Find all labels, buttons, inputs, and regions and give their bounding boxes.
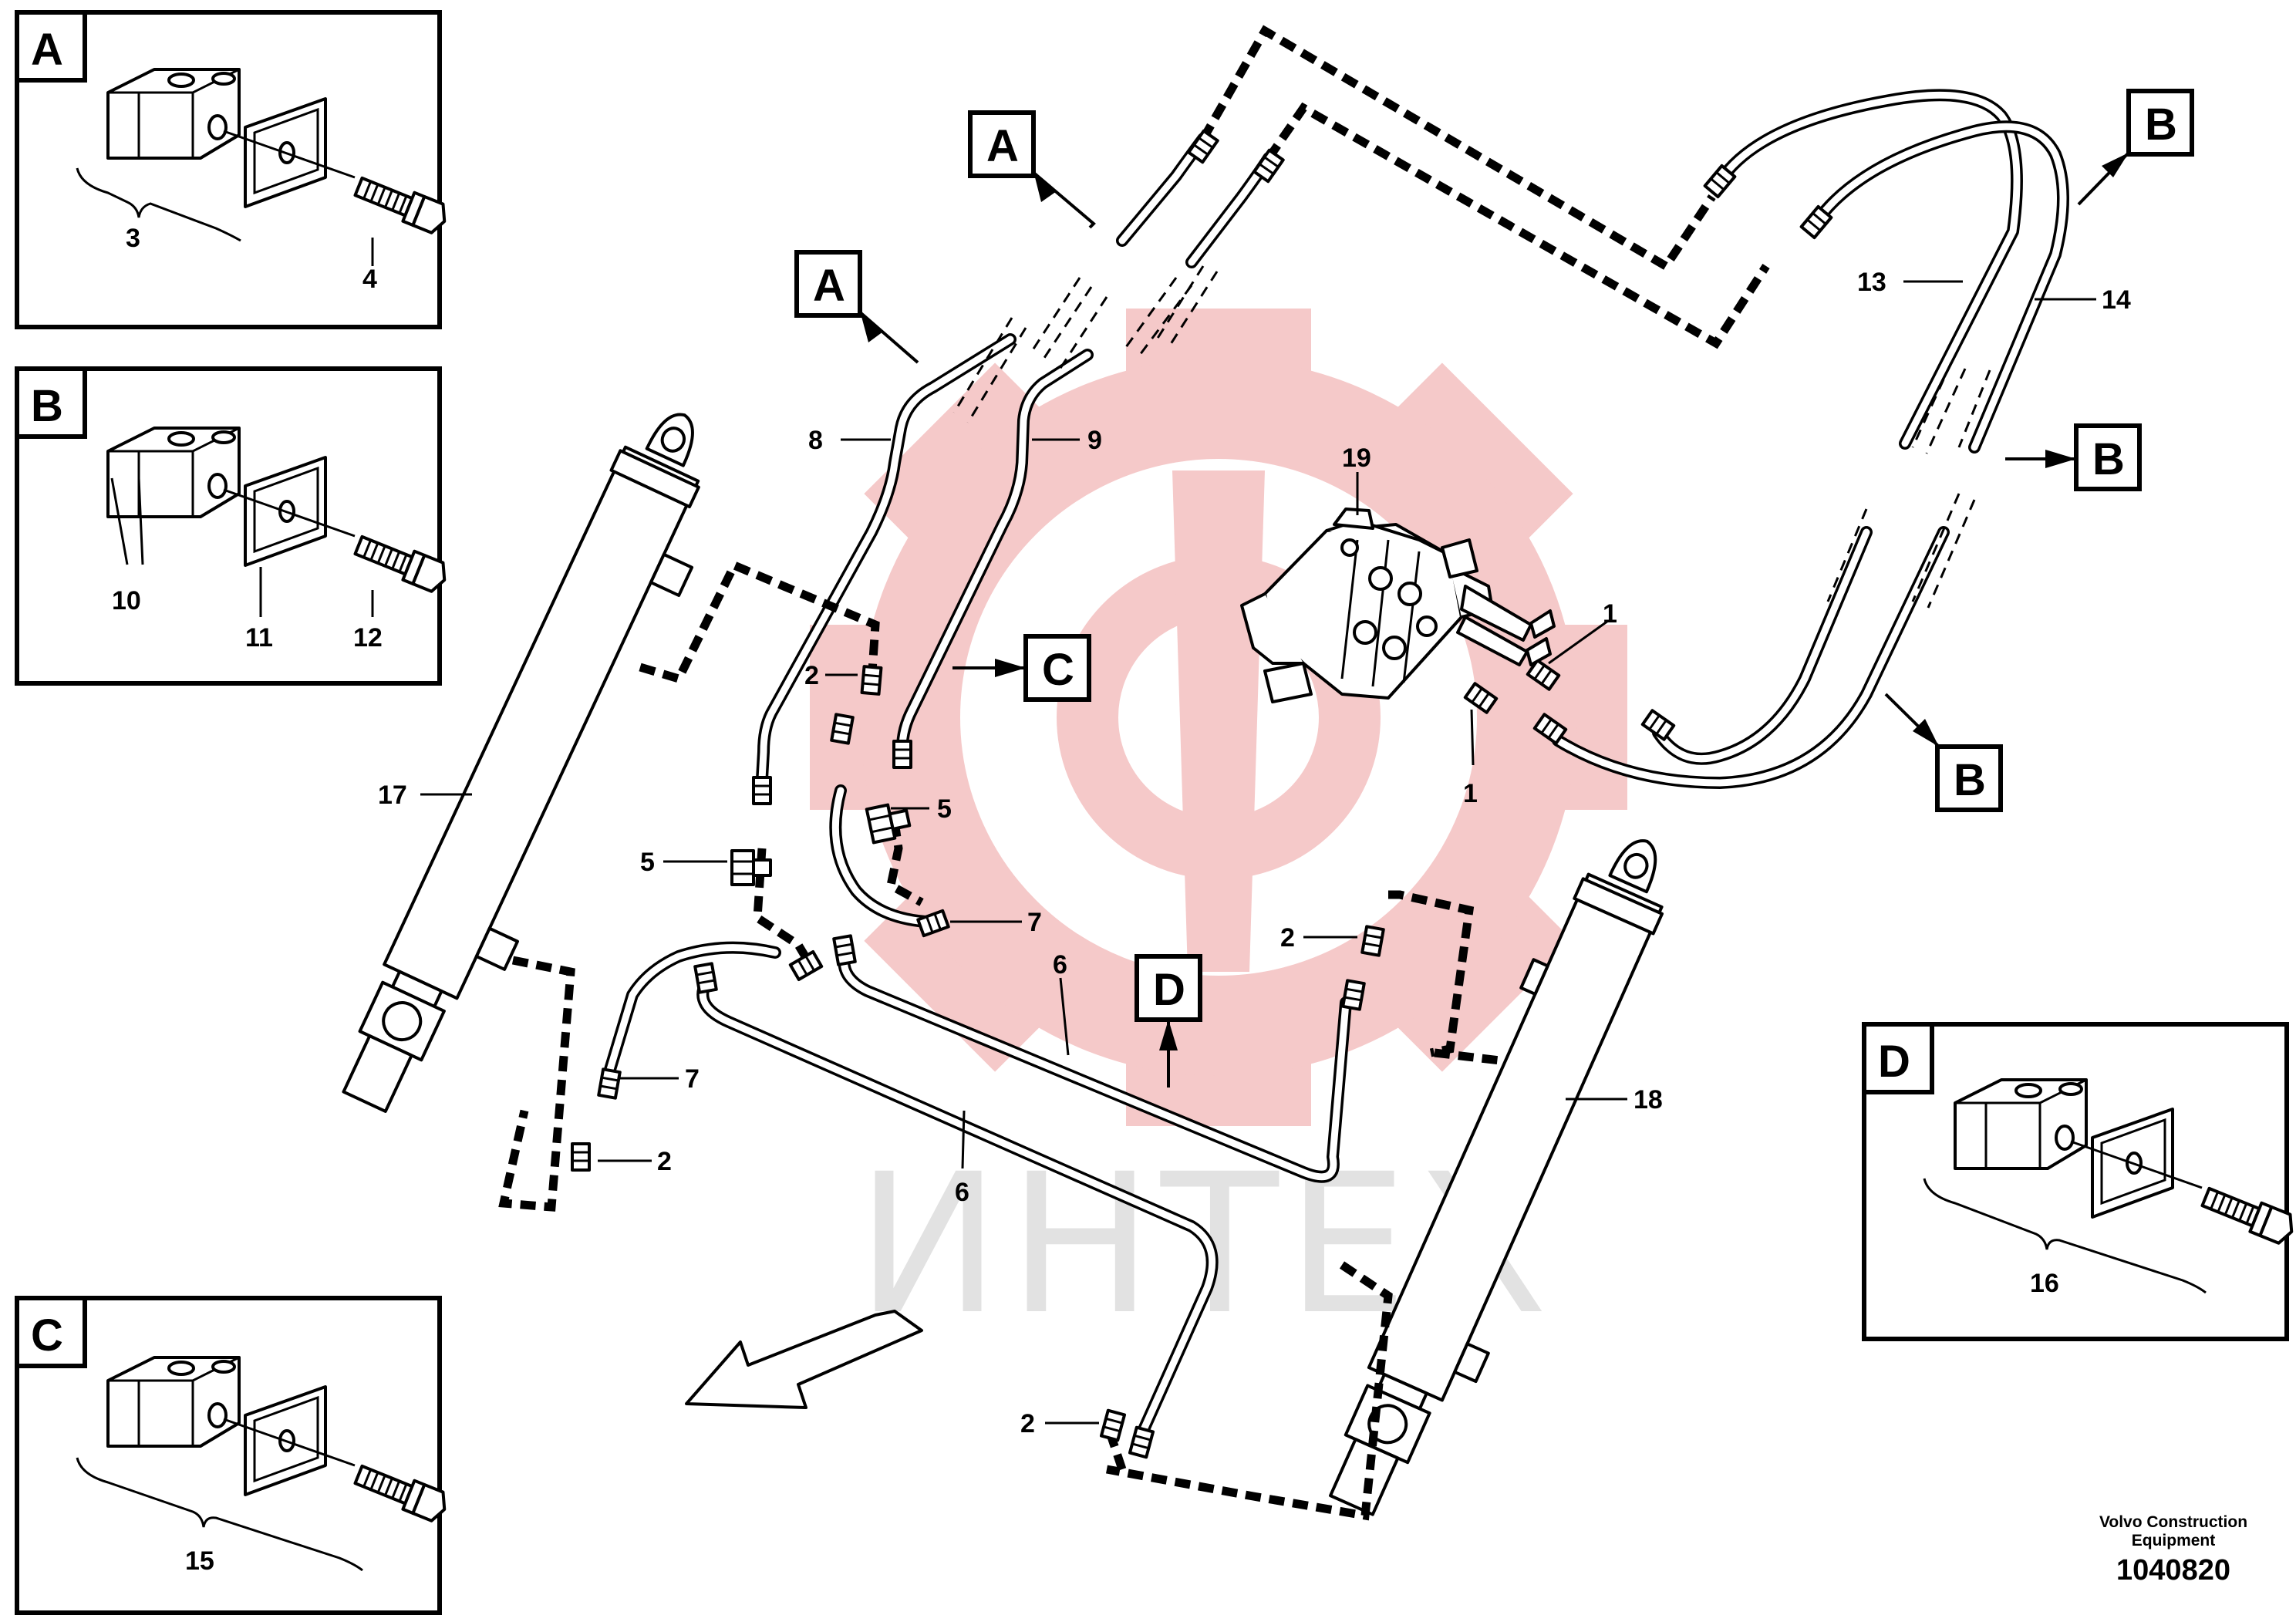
callout-6-a: 6 (1053, 950, 1067, 980)
callout-8: 8 (808, 426, 823, 455)
credit-line-2: Equipment (2132, 1532, 2216, 1549)
break-lines (952, 265, 1991, 609)
svg-text:C: C (1042, 645, 1074, 695)
callout-14: 14 (2102, 285, 2131, 315)
cylinder-17 (342, 413, 700, 1113)
dashed-lines (498, 25, 1770, 1521)
direction-arrow-icon (685, 1310, 923, 1409)
svg-text:B: B (2145, 99, 2177, 150)
inset-d-letter: D (1878, 1037, 1910, 1087)
drawing-number: 1040820 (2116, 1554, 2230, 1587)
marker-b-middle: B (2005, 423, 2142, 491)
inset-c-letter: C (31, 1310, 63, 1361)
marker-d: D (1135, 954, 1202, 1088)
callout-17: 17 (378, 781, 407, 810)
inset-c: C 15 (15, 1296, 452, 1615)
svg-text:B: B (1954, 755, 1986, 805)
callout-4: 4 (362, 265, 377, 294)
credit-line-1: Volvo Construction (2099, 1513, 2247, 1531)
callout-10: 10 (112, 586, 141, 615)
callout-1-a: 1 (1603, 599, 1617, 629)
credit-block: Volvo Construction Equipment 1040820 (2099, 1513, 2247, 1587)
marker-c: C (952, 634, 1091, 702)
inset-a-letter: A (31, 25, 63, 75)
control-valve-19 (1240, 508, 1556, 703)
callout-16: 16 (2030, 1269, 2059, 1298)
callout-15: 15 (185, 1546, 214, 1576)
svg-text:B: B (2092, 434, 2125, 484)
svg-text:D: D (1153, 965, 1185, 1015)
callout-7-b: 7 (685, 1064, 700, 1094)
cylinder-18 (1329, 839, 1664, 1516)
callout-9: 9 (1087, 426, 1102, 455)
callout-7-a: 7 (1027, 908, 1042, 937)
section-markers: A A B B B C (794, 89, 2194, 1088)
callout-13: 13 (1857, 268, 1886, 297)
watermark: ИНТЕХ (810, 309, 1627, 1357)
svg-text:A: A (986, 121, 1019, 171)
callout-6-b: 6 (955, 1178, 969, 1207)
callout-19: 19 (1342, 443, 1371, 473)
callouts: 8 9 2 5 5 7 7 2 6 6 2 2 17 18 19 1 1 13 (378, 268, 2131, 1438)
inset-b-letter: B (31, 381, 63, 431)
callout-18: 18 (1633, 1085, 1663, 1114)
marker-b-lower: B (1884, 693, 2003, 812)
marker-b-top: B (2077, 89, 2194, 206)
callout-5-a: 5 (937, 794, 952, 824)
marker-a-left: A (794, 250, 919, 364)
inset-d: D 16 (1862, 1022, 2296, 1341)
callout-2-c: 2 (1280, 923, 1295, 953)
inset-a: A 3 4 (15, 10, 452, 329)
callout-2-b: 2 (657, 1147, 672, 1176)
callout-5-b: 5 (640, 848, 655, 877)
callout-11: 11 (245, 623, 273, 653)
callout-12: 12 (353, 623, 383, 653)
marker-a-upper: A (968, 110, 1096, 229)
callout-2-a: 2 (804, 661, 819, 690)
inset-b: B 10 11 12 (15, 366, 452, 686)
svg-text:A: A (813, 261, 845, 311)
callout-2-d: 2 (1020, 1409, 1035, 1438)
callout-3: 3 (126, 224, 140, 253)
callout-1-b: 1 (1463, 779, 1478, 808)
